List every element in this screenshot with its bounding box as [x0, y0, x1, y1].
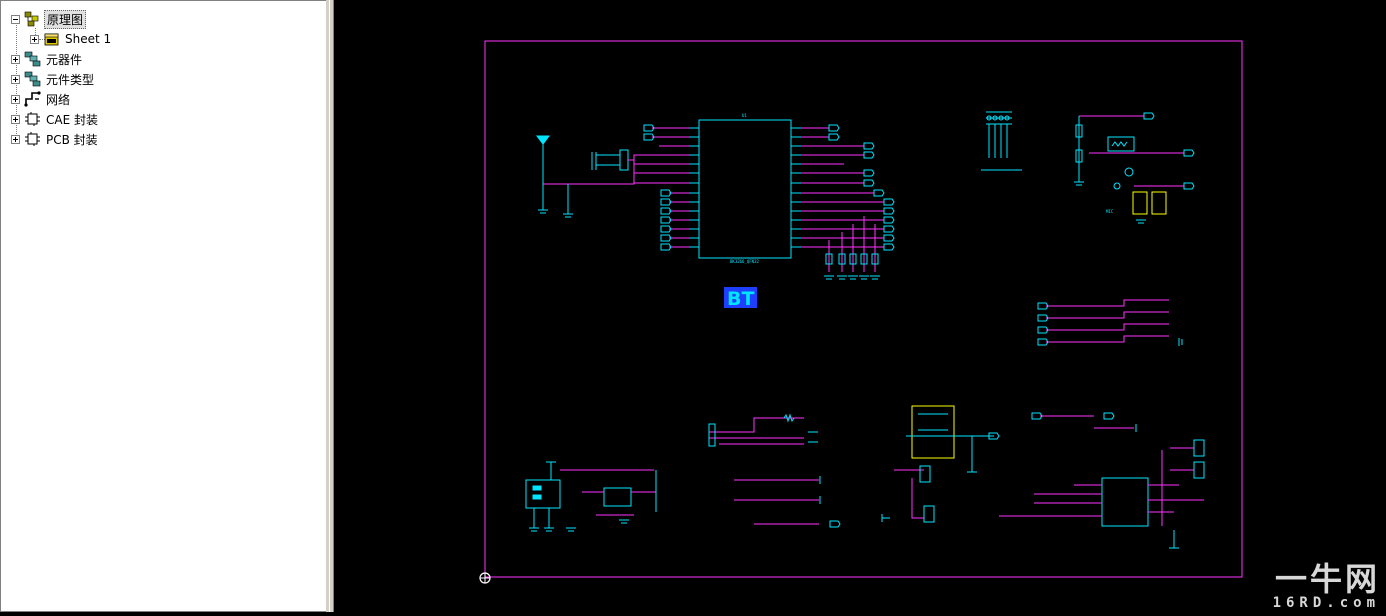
charger-ic: [999, 412, 1205, 549]
svg-text:BK3266_QFN32: BK3266_QFN32: [730, 259, 759, 264]
schematic-icon: [24, 11, 39, 27]
net-flags-right: [828, 124, 895, 251]
tree-item-schematic[interactable]: 原理图: [11, 9, 87, 29]
bt-label-text: BT: [727, 288, 754, 310]
pcb-decal-icon: [25, 132, 40, 146]
mic-circuit: [1074, 112, 1195, 224]
tree-item-label: 原理图: [44, 9, 87, 29]
collapse-icon[interactable]: [11, 14, 20, 24]
expand-icon[interactable]: [11, 94, 20, 104]
bt-module-ic[interactable]: U1 BK3266_QFN32: [698, 113, 792, 264]
tree-item-label: 网络: [46, 92, 71, 107]
tree-connector: [35, 28, 36, 39]
tree-item-label: 元器件: [46, 52, 83, 67]
tree-item-part-types[interactable]: 元件类型: [11, 70, 96, 88]
ic-left-wires: [589, 127, 689, 248]
tree-item-nets[interactable]: 网络: [11, 90, 72, 108]
tree-item-sheet-1[interactable]: Sheet 1: [30, 30, 113, 48]
antenna-symbol: [536, 135, 589, 218]
ic-right-wires: [801, 127, 884, 272]
nets-icon: [24, 91, 41, 107]
part-types-icon: [24, 71, 41, 87]
expand-icon[interactable]: [30, 34, 39, 44]
design-tree-panel: 原理图 Sheet 1 元器件 元件类型: [0, 0, 329, 612]
pin-header: [981, 111, 1022, 171]
schematic-canvas[interactable]: U1 BK3266_QFN32: [334, 0, 1386, 612]
ground-symbols-row: [824, 253, 880, 280]
components-icon: [24, 51, 41, 67]
ic-left-pins: [689, 127, 699, 248]
svg-text:U1: U1: [742, 113, 747, 118]
amplifier-ic: [881, 405, 1000, 523]
tree-item-pcb-decals[interactable]: PCB 封装: [11, 130, 100, 148]
key-buttons: [1037, 299, 1183, 346]
tree-item-label: CAE 封装: [46, 112, 98, 127]
tree-item-components[interactable]: 元器件: [11, 50, 84, 68]
expand-icon[interactable]: [11, 134, 20, 144]
sheet-border: [484, 40, 1243, 578]
tree-item-label: PCB 封装: [46, 132, 98, 147]
mic-label: MIC: [1106, 209, 1114, 214]
tree-item-label: Sheet 1: [65, 32, 112, 46]
sheet-icon: [44, 33, 59, 46]
net-flags-left: [643, 124, 672, 251]
expand-icon[interactable]: [11, 54, 20, 64]
tree-connector: [39, 39, 47, 40]
expand-icon[interactable]: [11, 74, 20, 84]
panel-splitter[interactable]: [329, 0, 334, 612]
watermark-cn: 一牛网: [1274, 560, 1380, 598]
power-regulator: [525, 461, 657, 532]
ic-right-pins: [791, 127, 801, 248]
schematic-drawing[interactable]: U1 BK3266_QFN32: [334, 0, 1386, 612]
expand-icon[interactable]: [11, 114, 20, 124]
origin-marker: [479, 572, 491, 584]
audio-circuit: [708, 413, 841, 528]
tree-item-label: 元件类型: [46, 72, 95, 87]
cae-decal-icon: [25, 112, 40, 126]
tree-item-cae-decals[interactable]: CAE 封装: [11, 110, 100, 128]
crystal-oscillator: [591, 149, 634, 171]
bt-block-label: BT: [724, 287, 757, 310]
watermark-en: 16RD.com: [1272, 595, 1380, 611]
watermark-logo: 一牛网 16RD.com: [1273, 562, 1380, 610]
